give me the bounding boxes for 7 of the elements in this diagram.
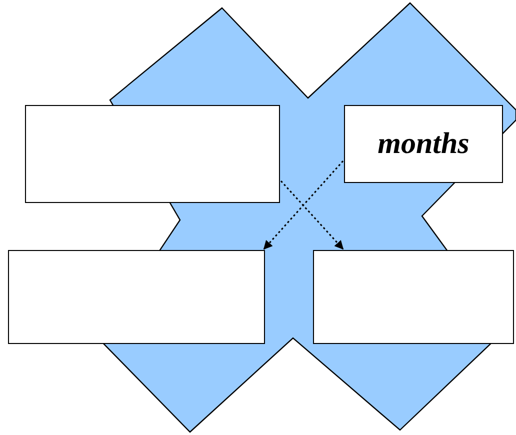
blank-box xyxy=(313,250,514,344)
blank-box xyxy=(25,105,280,203)
blank-box xyxy=(8,250,265,344)
box-label: months xyxy=(378,127,470,161)
dotted-arrow xyxy=(280,180,344,250)
dotted-arrow xyxy=(263,160,344,250)
text-box xyxy=(344,105,503,183)
